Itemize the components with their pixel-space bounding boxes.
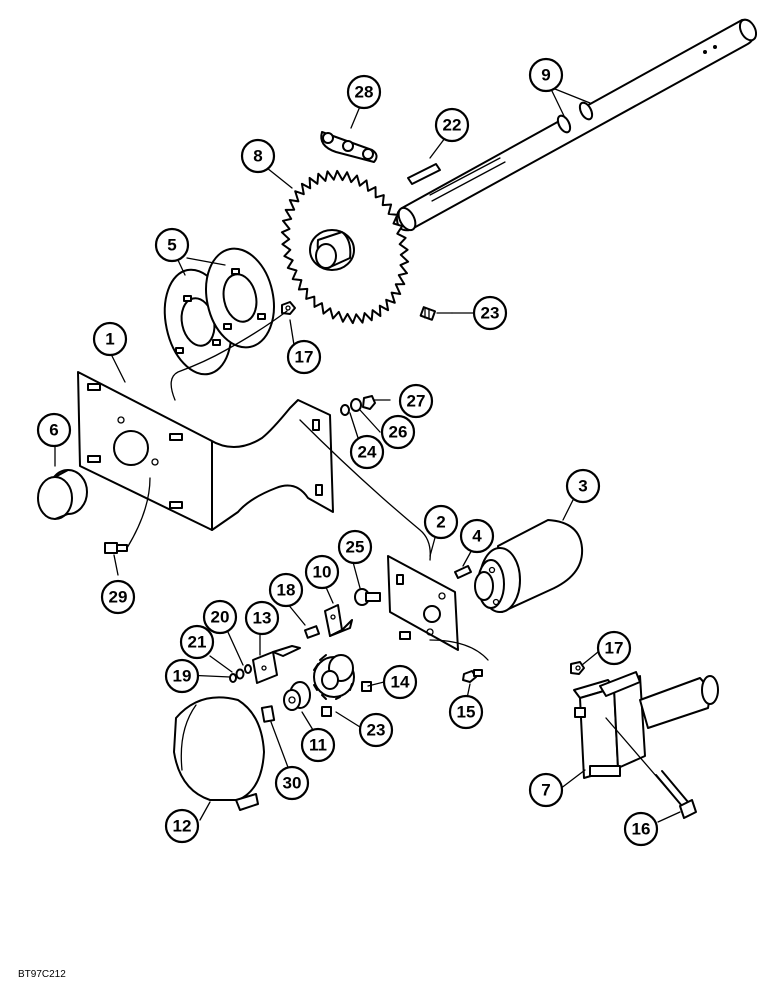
svg-text:4: 4	[472, 527, 482, 546]
set-screw-lower	[321, 681, 372, 717]
svg-text:28: 28	[355, 83, 374, 102]
callout-1: 1	[92, 321, 128, 357]
svg-text:3: 3	[578, 477, 587, 496]
callout-21: 21	[179, 624, 215, 660]
svg-text:5: 5	[167, 236, 176, 255]
svg-text:24: 24	[358, 443, 377, 462]
callout-11: 11	[300, 727, 336, 763]
callout-23-lower: 23	[358, 712, 394, 748]
svg-text:14: 14	[391, 673, 410, 692]
svg-text:12: 12	[173, 817, 192, 836]
svg-text:11: 11	[309, 736, 327, 755]
leader-line	[429, 639, 489, 661]
callout-20: 20	[202, 599, 238, 635]
svg-text:16: 16	[632, 820, 651, 839]
leader-line	[299, 419, 431, 561]
svg-text:26: 26	[389, 423, 408, 442]
svg-text:10: 10	[313, 563, 332, 582]
callout-15: 15	[448, 694, 484, 730]
key	[407, 163, 441, 185]
svg-text:2: 2	[436, 513, 445, 532]
svg-text:6: 6	[49, 421, 58, 440]
motor-plate	[387, 555, 459, 651]
small-sprocket	[313, 654, 355, 700]
callout-22: 22	[434, 107, 470, 143]
callout-4: 4	[459, 518, 495, 554]
svg-text:7: 7	[541, 781, 550, 800]
svg-text:15: 15	[457, 703, 476, 722]
callout-14: 14	[382, 664, 418, 700]
callouts: 28 9 22 8 5 23 17 1 27 26 24 6 3 2 4 25 …	[36, 57, 659, 847]
callout-28: 28	[346, 74, 382, 110]
screw-18	[303, 625, 321, 639]
callout-26: 26	[380, 414, 416, 450]
cover	[173, 696, 265, 811]
svg-text:18: 18	[277, 581, 296, 600]
key-4	[454, 565, 472, 579]
callout-3: 3	[565, 468, 601, 504]
washer-nut-set	[340, 395, 376, 416]
svg-text:29: 29	[109, 588, 128, 607]
svg-text:19: 19	[173, 667, 192, 686]
callout-9: 9	[528, 57, 564, 93]
callout-16: 16	[623, 811, 659, 847]
svg-text:25: 25	[346, 538, 365, 557]
nut-upper	[281, 301, 296, 315]
motor	[474, 519, 584, 613]
svg-text:20: 20	[211, 608, 230, 627]
svg-text:9: 9	[541, 66, 550, 85]
svg-text:17: 17	[295, 348, 314, 367]
callout-12: 12	[164, 808, 200, 844]
shaft	[395, 18, 758, 232]
callout-5: 5	[154, 227, 190, 263]
callout-19: 19	[164, 658, 200, 694]
callout-30: 30	[274, 765, 310, 801]
leader-line	[126, 477, 151, 549]
bolt-15	[462, 669, 483, 683]
callout-13: 13	[244, 600, 280, 636]
leader-line	[170, 310, 288, 401]
callout-29: 29	[100, 579, 136, 615]
set-screw-30	[260, 705, 276, 723]
callout-17-lower: 17	[596, 630, 632, 666]
switch-assembly	[573, 671, 719, 779]
svg-text:17: 17	[605, 639, 624, 658]
figure-reference: BT97C212	[18, 969, 66, 980]
svg-text:22: 22	[443, 116, 462, 135]
set-screw-upper	[419, 306, 437, 321]
bearing-insert	[37, 469, 88, 520]
callout-8: 8	[240, 138, 276, 174]
svg-text:8: 8	[253, 147, 262, 166]
bolt-29	[104, 542, 128, 554]
long-bolt	[605, 717, 697, 819]
svg-text:1: 1	[105, 330, 114, 349]
carriage-bolt	[354, 588, 381, 606]
callout-23-upper: 23	[472, 295, 508, 331]
callout-2: 2	[423, 504, 459, 540]
callout-6: 6	[36, 412, 72, 448]
callout-18: 18	[268, 572, 304, 608]
svg-text:27: 27	[407, 392, 426, 411]
nut-lower	[570, 661, 585, 675]
svg-text:23: 23	[367, 721, 386, 740]
small-washers	[229, 664, 252, 683]
large-sprocket	[280, 169, 410, 325]
callout-10: 10	[304, 554, 340, 590]
callout-27: 27	[398, 383, 434, 419]
svg-text:13: 13	[253, 609, 272, 628]
bearing-flanges	[163, 247, 275, 376]
coupler	[283, 681, 311, 711]
chain-link	[320, 131, 378, 163]
small-bracket	[324, 604, 353, 637]
mounting-bracket	[77, 371, 334, 531]
svg-text:23: 23	[481, 304, 500, 323]
svg-text:21: 21	[188, 633, 207, 652]
svg-text:30: 30	[283, 774, 302, 793]
callout-25: 25	[337, 529, 373, 565]
callout-24: 24	[349, 434, 385, 470]
callout-7: 7	[528, 772, 564, 808]
callout-17-upper: 17	[286, 339, 322, 375]
switch-bracket	[252, 645, 301, 684]
